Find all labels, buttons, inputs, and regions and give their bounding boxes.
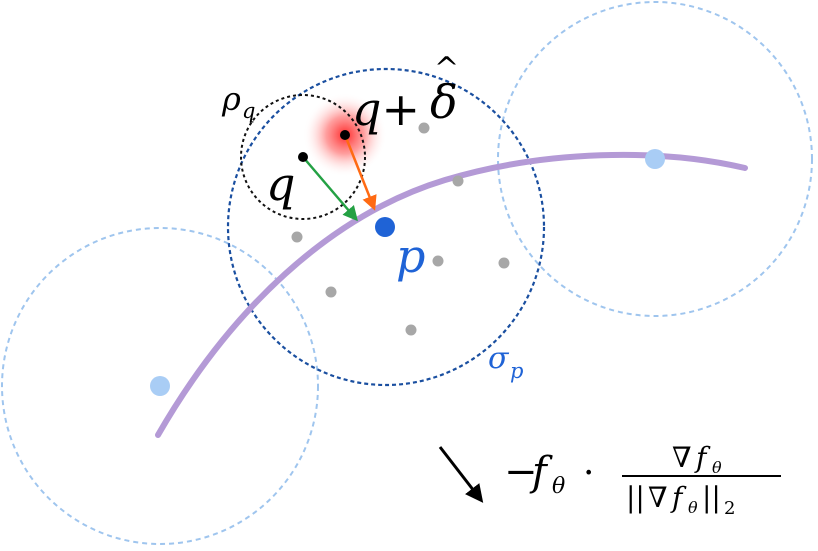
numerator-f: f	[694, 441, 711, 474]
denominator-nabla: ∇	[648, 481, 668, 514]
surface-curve	[155, 151, 748, 438]
sample-point	[452, 175, 464, 187]
right-neighbor-point	[645, 149, 665, 169]
formula-dot: ·	[583, 453, 594, 494]
sample-point	[405, 324, 417, 336]
rho-subscript: q	[242, 99, 255, 123]
numerator-nabla: ∇	[672, 441, 692, 474]
left-neighborhood-circle	[1, 227, 319, 545]
sample-point	[432, 255, 444, 267]
legend-arrow	[438, 446, 484, 503]
right-neighborhood-circle	[497, 1, 813, 317]
q-plus-label: q+	[352, 82, 420, 136]
sample-point	[498, 257, 510, 269]
green-projection-arrow	[302, 156, 358, 222]
sigma-subscript: p	[510, 359, 523, 383]
denominator-subscript-two: 2	[724, 498, 735, 519]
formula-f: f	[529, 449, 553, 495]
sample-points	[291, 122, 510, 336]
delta-label: δ	[430, 75, 458, 129]
denominator-norm-close: ||	[702, 481, 721, 514]
p-point	[375, 217, 395, 237]
sample-point	[418, 122, 430, 134]
sample-point	[325, 286, 337, 298]
denominator-norm-open: ||	[626, 481, 645, 514]
q-label: q	[266, 157, 295, 211]
orange-projection-arrow	[343, 134, 377, 211]
sigma-p-circle	[226, 67, 546, 387]
gradient-formula: − f θ · ∇ f θ || ∇ f θ || 2	[504, 441, 781, 519]
numerator-theta: θ	[712, 458, 722, 477]
rho-q-circle	[240, 94, 366, 220]
formula-theta: θ	[552, 474, 565, 499]
denominator-theta: θ	[688, 498, 698, 517]
sigma-label: σ	[488, 341, 510, 376]
rho-label: ρ	[221, 80, 241, 118]
sample-point	[291, 231, 303, 243]
delta-hat: ^	[434, 51, 459, 86]
left-neighbor-point	[150, 376, 170, 396]
formula-minus: −	[504, 449, 538, 495]
denominator-f: f	[670, 481, 687, 514]
q-point	[298, 152, 308, 162]
q-delta-point	[340, 130, 350, 140]
p-label: p	[396, 229, 425, 283]
